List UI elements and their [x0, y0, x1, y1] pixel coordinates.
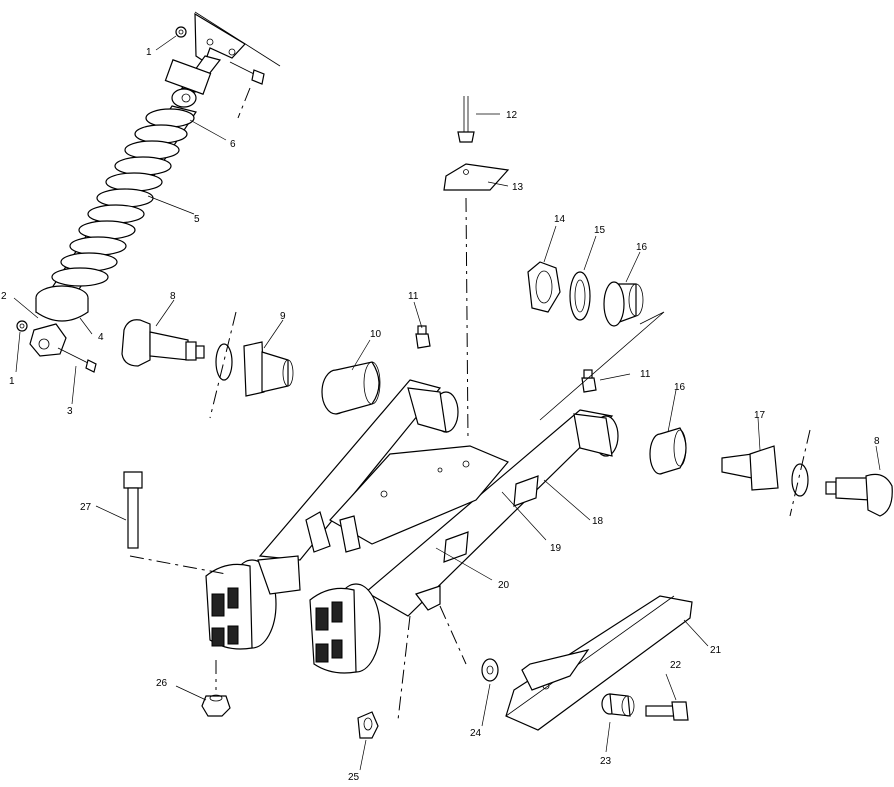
callout-label: 19	[550, 543, 562, 554]
nut-top	[175, 26, 187, 38]
callout-label: 4	[98, 332, 104, 343]
swing-arm	[205, 379, 619, 674]
callout-label: 16	[636, 242, 648, 253]
callout-label: 27	[80, 502, 92, 513]
bolt-27	[123, 471, 227, 575]
callout-label: 22	[670, 660, 682, 671]
callout-label: 11	[640, 369, 651, 380]
bearing-10	[321, 361, 381, 415]
callout-label: 10	[370, 329, 382, 340]
callout-label: 20	[498, 580, 510, 591]
leader-lines	[13, 35, 881, 771]
callout-label: 11	[408, 291, 419, 302]
nut-14	[527, 261, 561, 313]
callout-label: 2	[1, 291, 7, 302]
callout-label: 23	[600, 756, 612, 767]
callout-label: 6	[230, 139, 236, 150]
callout-label: 14	[554, 214, 566, 225]
flange-bushing-9	[243, 341, 294, 397]
spacer-23	[601, 693, 635, 717]
callout-label: 26	[156, 678, 168, 689]
bolt-22	[645, 701, 689, 721]
callout-label: 8	[170, 291, 176, 302]
callout-label: 15	[594, 225, 606, 236]
nut-25	[357, 615, 411, 739]
callout-label: 13	[512, 182, 524, 193]
plate-13	[443, 163, 510, 441]
callout-label: 17	[754, 410, 766, 421]
callout-label: 24	[470, 728, 482, 739]
callout-label: 5	[194, 214, 200, 225]
callout-label: 25	[348, 772, 360, 782]
callout-label: 1	[146, 47, 152, 58]
nut-26	[201, 660, 231, 717]
washer-15	[569, 271, 591, 321]
washer-right	[789, 429, 811, 517]
slider-21	[505, 595, 693, 731]
pivot-shaft-right	[825, 473, 893, 517]
callout-label: 8	[874, 436, 880, 447]
coil-spring	[51, 108, 195, 287]
bearing-16-right	[649, 427, 687, 475]
callout-label: 1	[9, 376, 15, 387]
callout-label: 16	[674, 382, 686, 393]
callout-labels: 1 1 2 3 4 5 6 8 9 10 11 12 13 14 15 16 1…	[1, 47, 880, 783]
lower-shock-eye	[29, 323, 67, 357]
shock-bolt-top	[229, 61, 265, 119]
grease-fitting-11-left	[415, 325, 431, 349]
shock-bolt-lower	[57, 347, 97, 373]
shaft-17	[721, 445, 779, 491]
pivot-shaft-left	[121, 319, 205, 367]
washer-24	[439, 605, 499, 682]
callout-label: 18	[592, 516, 604, 527]
callout-label: 9	[280, 311, 286, 322]
callout-label: 12	[506, 110, 518, 121]
spring-retainer	[35, 285, 89, 322]
washer-9-spacer	[209, 311, 237, 419]
callout-label: 21	[710, 645, 722, 656]
nut-lower	[16, 320, 28, 332]
bolt-12	[457, 96, 475, 143]
bearing-16-top	[539, 281, 665, 421]
callout-label: 3	[67, 406, 73, 417]
